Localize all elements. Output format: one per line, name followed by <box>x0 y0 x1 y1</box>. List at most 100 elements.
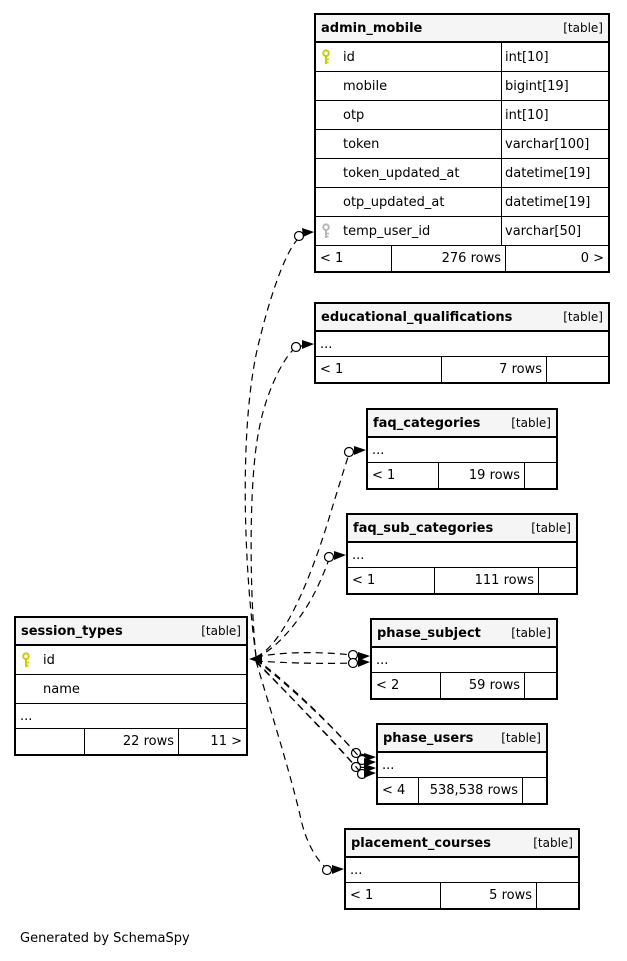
parent-count: < 1 <box>320 362 344 377</box>
relationship-edge-phase-users-1 <box>255 658 376 762</box>
table-footer: < 1 111 rows <box>348 568 576 593</box>
row-count: 59 rows <box>440 673 524 698</box>
table-header[interactable]: placement_courses [table] <box>346 830 578 858</box>
table-header[interactable]: phase_subject [table] <box>372 620 556 648</box>
table-type-tag: [table] <box>533 836 573 850</box>
foreign-key-icon <box>321 223 343 239</box>
row-count: 5 rows <box>440 883 536 908</box>
table-faq-categories[interactable]: faq_categories [table] ... < 1 19 rows <box>366 408 558 490</box>
column-row: otp_updated_at datetime[19] <box>316 188 608 217</box>
column-row: token_updated_at datetime[19] <box>316 159 608 188</box>
table-header[interactable]: faq_categories [table] <box>368 410 556 438</box>
column-type: varchar[100] <box>501 130 608 158</box>
columns-ellipsis: ... <box>378 753 546 778</box>
child-count <box>524 673 556 698</box>
generated-by-credit: Generated by SchemaSpy <box>20 931 190 946</box>
arrowhead-session-types <box>249 654 262 664</box>
table-phase-users[interactable]: phase_users [table] ... < 4 538,538 rows <box>376 723 548 805</box>
table-type-tag: [table] <box>201 624 241 638</box>
column-type: int[10] <box>501 101 608 129</box>
relationship-edge-phase-subject-2 <box>255 657 370 669</box>
column-row: mobile bigint[19] <box>316 72 608 101</box>
primary-key-icon <box>21 652 43 668</box>
table-placement-courses[interactable]: placement_courses [table] ... < 1 5 rows <box>344 828 580 910</box>
row-count: 22 rows <box>84 729 178 754</box>
column-name: otp_updated_at <box>343 194 445 210</box>
ellipsis-text: ... <box>376 652 389 668</box>
table-footer: < 1 276 rows 0 > <box>316 246 608 271</box>
ellipsis-text: ... <box>350 862 363 878</box>
column-name: id <box>43 652 55 668</box>
column-name: temp_user_id <box>343 223 431 239</box>
table-footer: < 2 59 rows <box>372 673 556 698</box>
child-count <box>536 883 578 908</box>
primary-key-icon <box>321 49 343 65</box>
column-name: id <box>343 49 355 65</box>
table-phase-subject[interactable]: phase_subject [table] ... < 2 59 rows <box>370 618 558 700</box>
row-count: 19 rows <box>438 463 524 488</box>
table-header[interactable]: session_types [table] <box>16 618 246 646</box>
relationship-edge-phase-users-2 <box>255 659 376 767</box>
table-title: phase_users <box>383 730 474 746</box>
column-type: datetime[19] <box>501 159 608 187</box>
ellipsis-text: ... <box>372 442 385 458</box>
parent-count <box>16 729 84 754</box>
child-count: 11 > <box>178 729 246 754</box>
row-count: 538,538 rows <box>418 778 522 803</box>
table-title: phase_subject <box>377 625 481 641</box>
table-header[interactable]: faq_sub_categories [table] <box>348 515 576 543</box>
relationship-edge-placement-courses <box>255 660 344 876</box>
table-type-tag: [table] <box>501 731 541 745</box>
table-type-tag: [table] <box>511 626 551 640</box>
ellipsis-text: ... <box>20 708 33 724</box>
column-type: varchar[50] <box>501 217 608 245</box>
columns-ellipsis: ... <box>316 332 608 357</box>
child-count: 0 > <box>505 246 608 271</box>
column-row: otp int[10] <box>316 101 608 130</box>
row-count: 7 rows <box>441 357 546 382</box>
table-admin-mobile[interactable]: admin_mobile [table] id int[10] mobile b… <box>314 13 610 273</box>
table-title: admin_mobile <box>321 20 423 36</box>
column-row: id int[10] <box>316 43 608 72</box>
parent-count: < 1 <box>320 251 344 266</box>
table-header[interactable]: admin_mobile [table] <box>316 15 608 43</box>
child-count <box>522 778 546 803</box>
table-type-tag: [table] <box>531 521 571 535</box>
parent-count: < 2 <box>376 678 400 693</box>
parent-count: < 1 <box>372 468 396 483</box>
row-count: 276 rows <box>391 246 505 271</box>
table-title: faq_sub_categories <box>353 520 494 536</box>
columns-ellipsis: ... <box>16 704 246 729</box>
table-footer: < 1 5 rows <box>346 883 578 908</box>
table-educational-qualifications[interactable]: educational_qualifications [table] ... <… <box>314 302 610 384</box>
child-count <box>538 568 576 593</box>
column-row: temp_user_id varchar[50] <box>316 217 608 246</box>
table-faq-sub-categories[interactable]: faq_sub_categories [table] ... < 1 111 r… <box>346 513 578 595</box>
relationship-edge-phase-subject-1 <box>255 649 370 661</box>
table-header[interactable]: educational_qualifications [table] <box>316 304 608 332</box>
column-name: mobile <box>343 78 388 94</box>
columns-ellipsis: ... <box>348 543 576 568</box>
child-count <box>524 463 556 488</box>
relationship-edge-phase-users-3 <box>255 660 376 773</box>
relationship-edge-faq-sub-categories <box>255 551 346 659</box>
table-title: educational_qualifications <box>321 309 513 325</box>
relationship-edge-educational-qualifications <box>250 340 314 658</box>
columns-ellipsis: ... <box>346 858 578 883</box>
table-footer: < 1 7 rows <box>316 357 608 382</box>
columns-ellipsis: ... <box>372 648 556 673</box>
column-row: name <box>16 675 246 704</box>
column-name: otp <box>343 107 365 123</box>
table-header[interactable]: phase_users [table] <box>378 725 546 753</box>
parent-count: < 1 <box>350 888 374 903</box>
parent-count: < 4 <box>382 783 406 798</box>
ellipsis-text: ... <box>352 547 365 563</box>
table-title: faq_categories <box>373 415 481 431</box>
column-row: token varchar[100] <box>316 130 608 159</box>
parent-count: < 1 <box>352 573 376 588</box>
ellipsis-text: ... <box>382 757 395 773</box>
table-footer: < 4 538,538 rows <box>378 778 546 803</box>
relationship-edge-admin-mobile <box>244 228 314 657</box>
column-type: datetime[19] <box>501 188 608 216</box>
table-session-types[interactable]: session_types [table] id name ... 22 row… <box>14 616 248 756</box>
